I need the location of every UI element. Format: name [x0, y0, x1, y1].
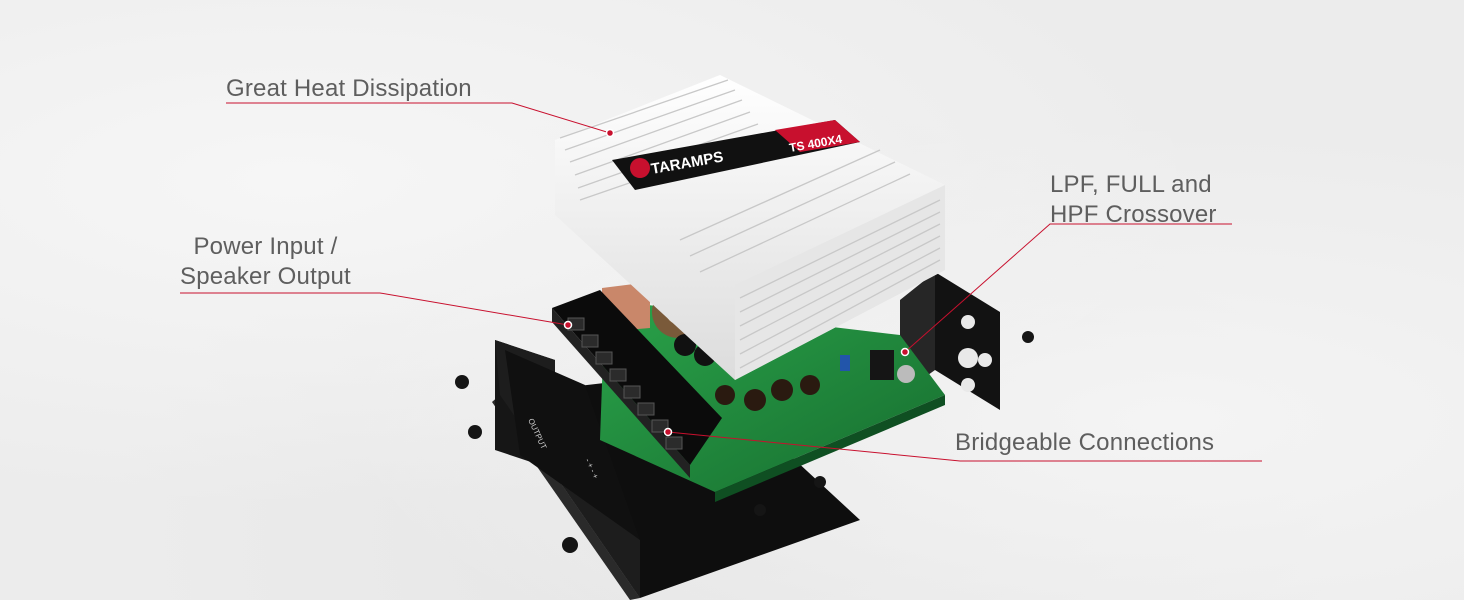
callout-text: Bridgeable Connections	[955, 429, 1215, 456]
callout-line-1: LPF, FULL and	[1050, 171, 1212, 198]
callout-line-1: Power Input /	[193, 233, 338, 260]
screw-icon	[754, 504, 766, 516]
callout-power-speaker: Power Input / Speaker Output	[180, 232, 351, 292]
leader-lines	[180, 102, 1262, 462]
leader-line-heat	[226, 102, 611, 134]
leader-line-crossover	[904, 223, 1232, 353]
leader-line-power	[180, 292, 569, 326]
callout-line-2: Speaker Output	[180, 263, 351, 290]
callout-line-2: HPF Crossover	[1050, 201, 1217, 228]
screws	[455, 331, 1034, 553]
callout-bridgeable: Bridgeable Connections	[955, 428, 1214, 458]
callout-heat-dissipation: Great Heat Dissipation	[226, 74, 472, 104]
heatsink: TARAMPS TS 400X4	[555, 75, 945, 380]
callout-crossover: LPF, FULL and HPF Crossover	[1050, 170, 1217, 230]
callout-text: Great Heat Dissipation	[226, 75, 472, 102]
bottom-chassis: OUTPUT - + - +	[492, 340, 860, 600]
screw-icon	[455, 375, 469, 389]
terminal-block	[552, 290, 722, 478]
screw-icon	[814, 476, 826, 488]
leader-dots	[563, 128, 910, 437]
screw-icon	[468, 425, 482, 439]
screw-icon	[1022, 331, 1034, 343]
screw-icon	[562, 537, 578, 553]
leader-line-bridge	[667, 431, 1262, 462]
